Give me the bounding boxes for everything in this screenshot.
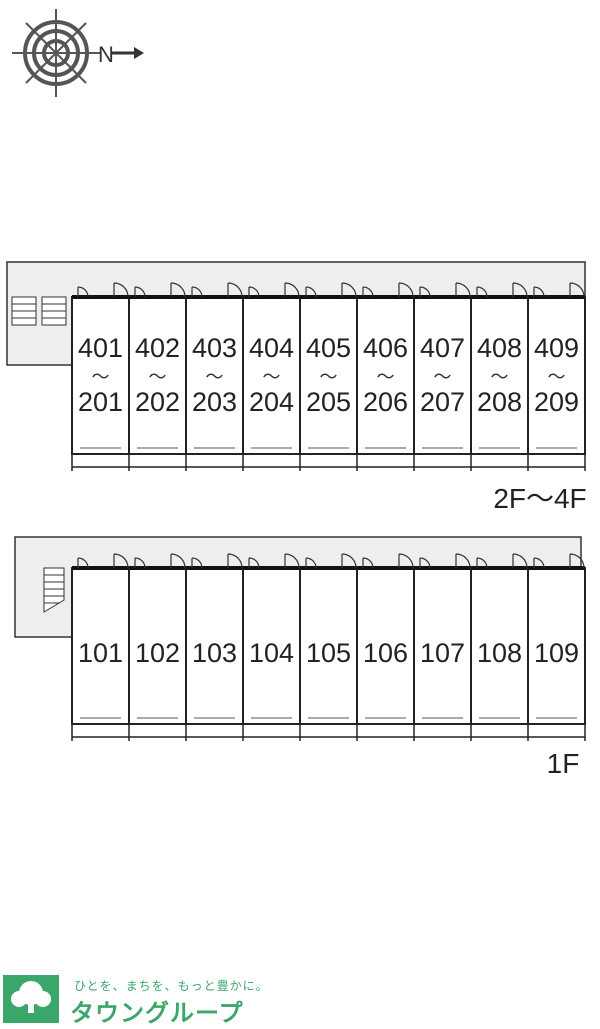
footer-brand: タウングループ — [70, 999, 244, 1027]
unit-number-lower: 206 — [363, 387, 408, 417]
unit-107: 107 — [413, 553, 472, 725]
unit-number-upper: 409 — [534, 333, 579, 363]
unit-number: 108 — [477, 638, 522, 668]
unit-number-upper: 407 — [420, 333, 465, 363]
unit-number-lower: 205 — [306, 387, 351, 417]
unit-204: 404 〜204 — [242, 282, 301, 455]
unit-number-upper: 408 — [477, 333, 522, 363]
unit-206: 406 〜206 — [356, 282, 415, 455]
upper-floor-label: 2F〜4F — [493, 483, 586, 514]
unit-number: 105 — [306, 638, 351, 668]
unit-range-separator: 〜 — [263, 367, 281, 388]
unit-number-upper: 401 — [78, 333, 123, 363]
unit-202: 402 〜202 — [128, 282, 187, 455]
unit-range-separator: 〜 — [92, 367, 110, 388]
unit-number: 106 — [363, 638, 408, 668]
footer-tagline: ひとを、まちを、もっと豊かに。 — [74, 979, 269, 993]
ground-floor-label: 1F — [547, 748, 580, 779]
unit-207: 407 〜207 — [413, 282, 472, 455]
upper-floor-plan: 401〜201402〜202403〜203404〜204405〜205406〜2… — [6, 261, 586, 471]
unit-number-lower: 204 — [249, 387, 294, 417]
unit-201: 401 〜201 — [71, 282, 130, 455]
unit-104: 104 — [242, 553, 301, 725]
unit-number-upper: 405 — [306, 333, 351, 363]
unit-number: 104 — [249, 638, 294, 668]
unit-number: 103 — [192, 638, 237, 668]
unit-109: 109 — [527, 553, 586, 725]
upper-stair-icon — [11, 296, 67, 326]
unit-number-lower: 203 — [192, 387, 237, 417]
unit-number-lower: 202 — [135, 387, 180, 417]
unit-number-lower: 208 — [477, 387, 522, 417]
unit-number-lower: 209 — [534, 387, 579, 417]
footer-brand-en: TOWN GROUP — [6, 1014, 56, 1022]
unit-208: 408 〜208 — [470, 282, 529, 455]
unit-range-separator: 〜 — [548, 367, 566, 388]
unit-number-upper: 404 — [249, 333, 294, 363]
compass-icon — [12, 9, 100, 97]
town-group-logo-icon — [3, 975, 59, 1023]
unit-205: 405 〜205 — [299, 282, 358, 455]
unit-number: 101 — [78, 638, 123, 668]
unit-number-lower: 207 — [420, 387, 465, 417]
unit-203: 403 〜203 — [185, 282, 244, 455]
unit-number: 109 — [534, 638, 579, 668]
unit-number-upper: 403 — [192, 333, 237, 363]
unit-number-lower: 201 — [78, 387, 123, 417]
unit-103: 103 — [185, 553, 244, 725]
unit-106: 106 — [356, 553, 415, 725]
unit-range-separator: 〜 — [377, 367, 395, 388]
unit-range-separator: 〜 — [491, 367, 509, 388]
unit-number: 107 — [420, 638, 465, 668]
unit-108: 108 — [470, 553, 529, 725]
unit-101: 101 — [71, 553, 130, 725]
north-arrow-icon — [112, 47, 144, 59]
unit-number-upper: 402 — [135, 333, 180, 363]
unit-range-separator: 〜 — [320, 367, 338, 388]
unit-number-upper: 406 — [363, 333, 408, 363]
unit-range-separator: 〜 — [149, 367, 167, 388]
unit-102: 102 — [128, 553, 187, 725]
compass-north-label: N — [98, 42, 114, 67]
ground-stair-icon — [43, 567, 65, 613]
unit-209: 409 〜209 — [527, 282, 586, 455]
ground-floor-plan: 101 102 103 104 105 106 107 108 109 — [14, 536, 586, 741]
unit-105: 105 — [299, 553, 358, 725]
unit-range-separator: 〜 — [434, 367, 452, 388]
unit-number: 102 — [135, 638, 180, 668]
unit-range-separator: 〜 — [206, 367, 224, 388]
